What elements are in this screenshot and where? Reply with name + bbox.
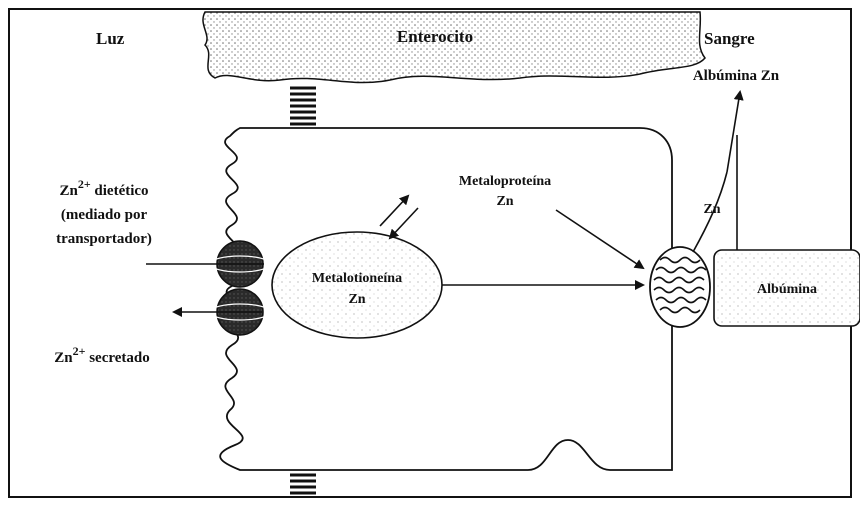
albumin-zn-label: Albúmina Zn [693, 68, 780, 84]
secreted-zn-label: Zn2+ secretado [54, 344, 150, 366]
dietary-zn-mediated-label: (mediado por [61, 207, 148, 223]
zn-transfer-label: Zn [703, 202, 720, 217]
metalloprotein-label: Metaloproteína [459, 174, 551, 189]
blood-label: Sangre [704, 29, 755, 48]
dietary-zn-transporter-label: transportador) [56, 231, 152, 247]
metallothionein-zn-label: Zn [348, 292, 365, 307]
lumen-label: Luz [96, 29, 125, 48]
tight-junction-top [290, 88, 316, 124]
dietary-zn-label: Zn2+ dietético [59, 177, 148, 199]
albumin-label: Albúmina [757, 282, 817, 297]
enterocyte-label: Enterocito [397, 27, 473, 46]
arrow-albumin-zn [727, 92, 740, 172]
tight-junction-bottom [290, 475, 316, 493]
neighbor-enterocyte-blob [203, 12, 705, 83]
metallothionein-label: Metalotioneína [312, 271, 402, 286]
metalloprotein-zn-label: Zn [496, 194, 513, 209]
